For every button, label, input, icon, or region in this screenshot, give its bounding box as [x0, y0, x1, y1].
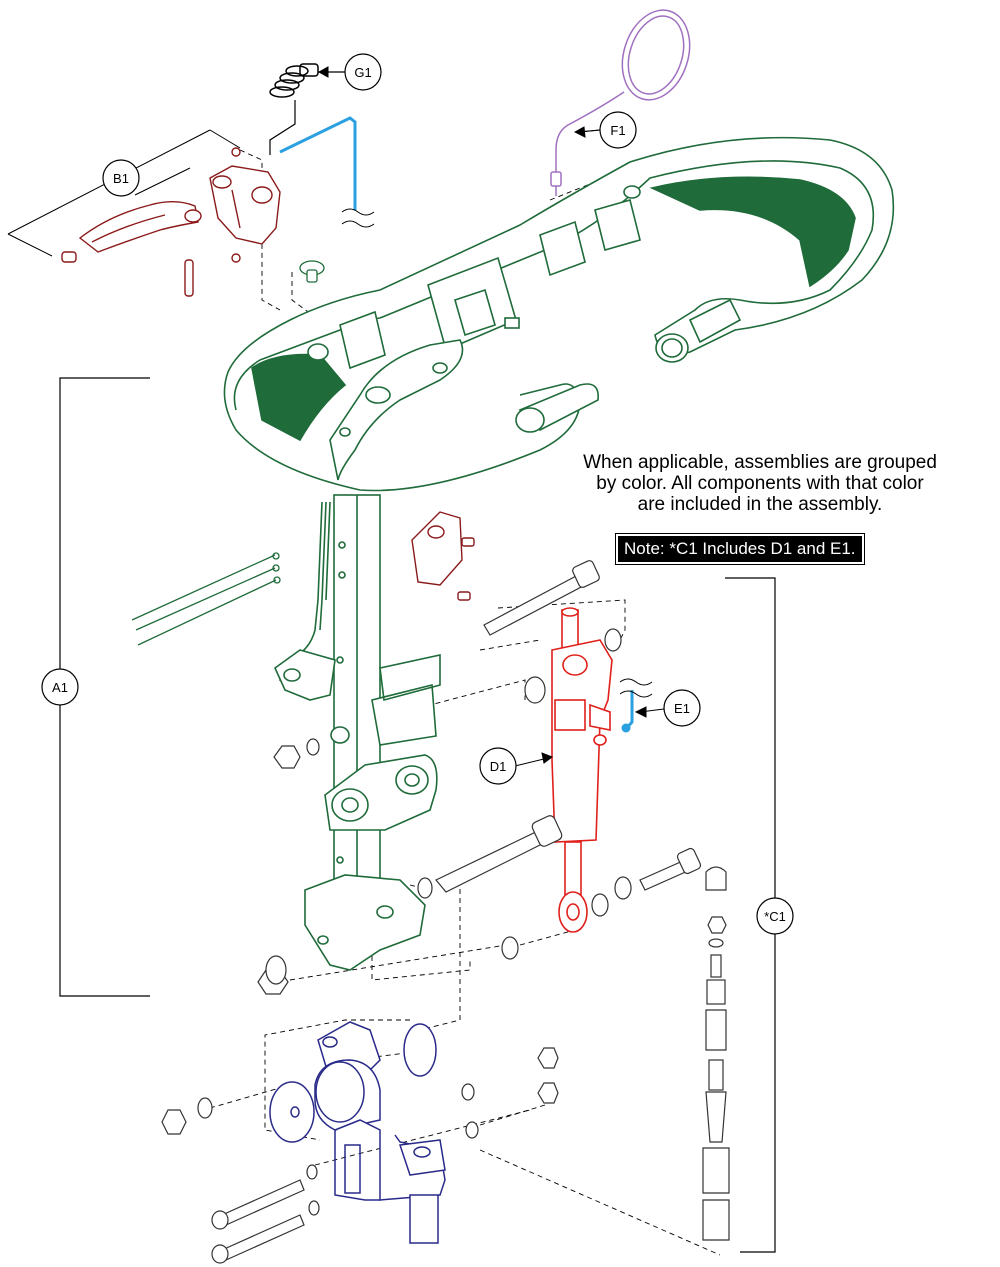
note-line-1: When applicable, assemblies are grouped: [583, 452, 937, 473]
callout-c1: *C1: [756, 897, 794, 935]
callout-d1: D1: [479, 747, 517, 785]
throttle-cable: [279, 116, 357, 210]
tiller-frame: [223, 136, 895, 971]
callout-d1-label: D1: [490, 759, 507, 774]
callout-b1-label: B1: [113, 171, 129, 186]
callout-e1: E1: [663, 689, 701, 727]
note-line-2: by color. All components with that color: [596, 473, 924, 494]
hardware-parts: [161, 560, 730, 1264]
callout-b1: B1: [102, 159, 140, 197]
f1-mirror-part: [550, 9, 691, 196]
callout-c1-label: *C1: [764, 909, 786, 924]
callout-f1-label: F1: [610, 123, 625, 138]
callout-a1-label: A1: [52, 680, 68, 695]
callout-g1: G1: [344, 53, 382, 91]
color-grouping-note: When applicable, assemblies are grouped …: [540, 452, 980, 515]
e1-cable: [621, 690, 634, 733]
b1-handle-assembly: [61, 147, 281, 297]
g1-arrows: [269, 71, 345, 155]
callout-e1-label: E1: [674, 701, 690, 716]
knob-part: [299, 260, 325, 283]
red-clamp-part: [411, 511, 475, 601]
cable-ties: [131, 552, 281, 646]
g1-spring-part: [269, 63, 319, 98]
note-line-3: are included in the assembly.: [637, 494, 883, 515]
c1-includes-note: Note: *C1 Includes D1 and E1.: [615, 533, 865, 565]
callout-g1-label: G1: [354, 65, 371, 80]
cable-break-marks: [341, 208, 653, 698]
d1-actuator-part: [551, 607, 613, 933]
motor-mount-part: [269, 1021, 446, 1244]
callout-a1: A1: [41, 668, 79, 706]
callout-f1: F1: [599, 111, 637, 149]
